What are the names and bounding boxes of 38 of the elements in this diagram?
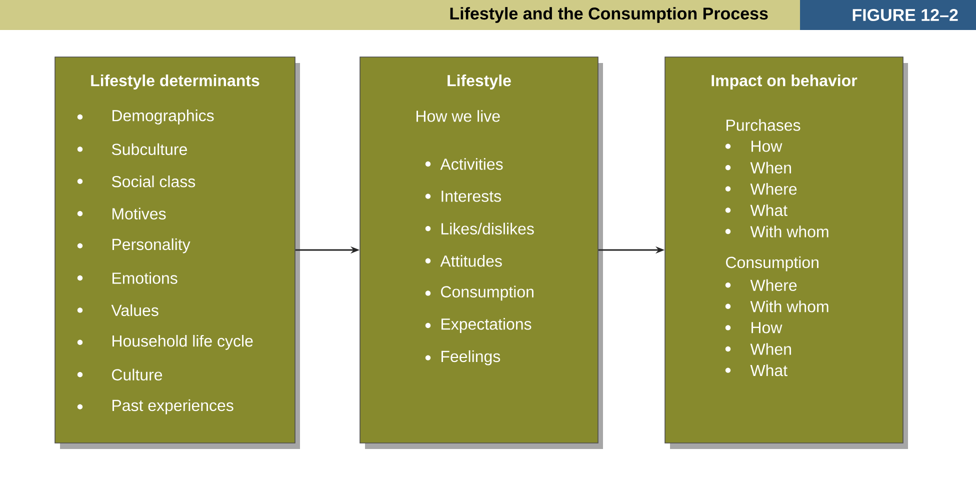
list-item: Where — [725, 279, 797, 291]
list-item: Demographics — [77, 110, 214, 124]
list-item: How — [725, 140, 782, 152]
list-item: When — [725, 162, 791, 174]
box-heading: Impact on behavior — [712, 74, 858, 90]
list-item: With whom — [725, 300, 828, 312]
list-item: When — [725, 343, 791, 355]
list-item: Household life cycle — [77, 334, 253, 350]
list-item: Culture — [77, 368, 162, 380]
list-item: Past experiences — [77, 399, 234, 414]
list-item: Feelings — [425, 350, 500, 366]
list-item: What — [725, 364, 788, 376]
list-item: What — [725, 204, 788, 216]
list-item: Where — [725, 183, 797, 195]
subheading: Consumption — [726, 256, 818, 272]
list-item: Emotions — [77, 272, 178, 284]
content-box — [360, 56, 603, 449]
title-band: Lifestyle and the Consumption Process — [0, 0, 800, 30]
box-heading: Lifestyle determinants — [91, 74, 260, 90]
subheading: How we live — [416, 110, 500, 122]
list-item: Values — [77, 304, 158, 316]
list-item: Subculture — [77, 143, 187, 156]
list-item: Attitudes — [425, 255, 502, 267]
list-item: How — [725, 322, 782, 334]
list-item: Personality — [77, 238, 190, 254]
box-heading: Lifestyle — [448, 74, 511, 90]
figure-label: FIGURE 12–2 — [800, 0, 976, 30]
list-item: Motives — [77, 208, 166, 220]
list-item: Social class — [77, 176, 196, 188]
list-item: Interests — [425, 190, 501, 202]
subheading: Purchases — [726, 119, 800, 131]
list-item: With whom — [725, 226, 828, 238]
list-item: Activities — [425, 158, 503, 170]
list-item: Consumption — [425, 286, 534, 301]
list-item: Likes/dislikes — [425, 222, 534, 234]
content-box — [664, 56, 908, 449]
list-item: Expectations — [425, 318, 532, 333]
content-box — [54, 56, 300, 449]
